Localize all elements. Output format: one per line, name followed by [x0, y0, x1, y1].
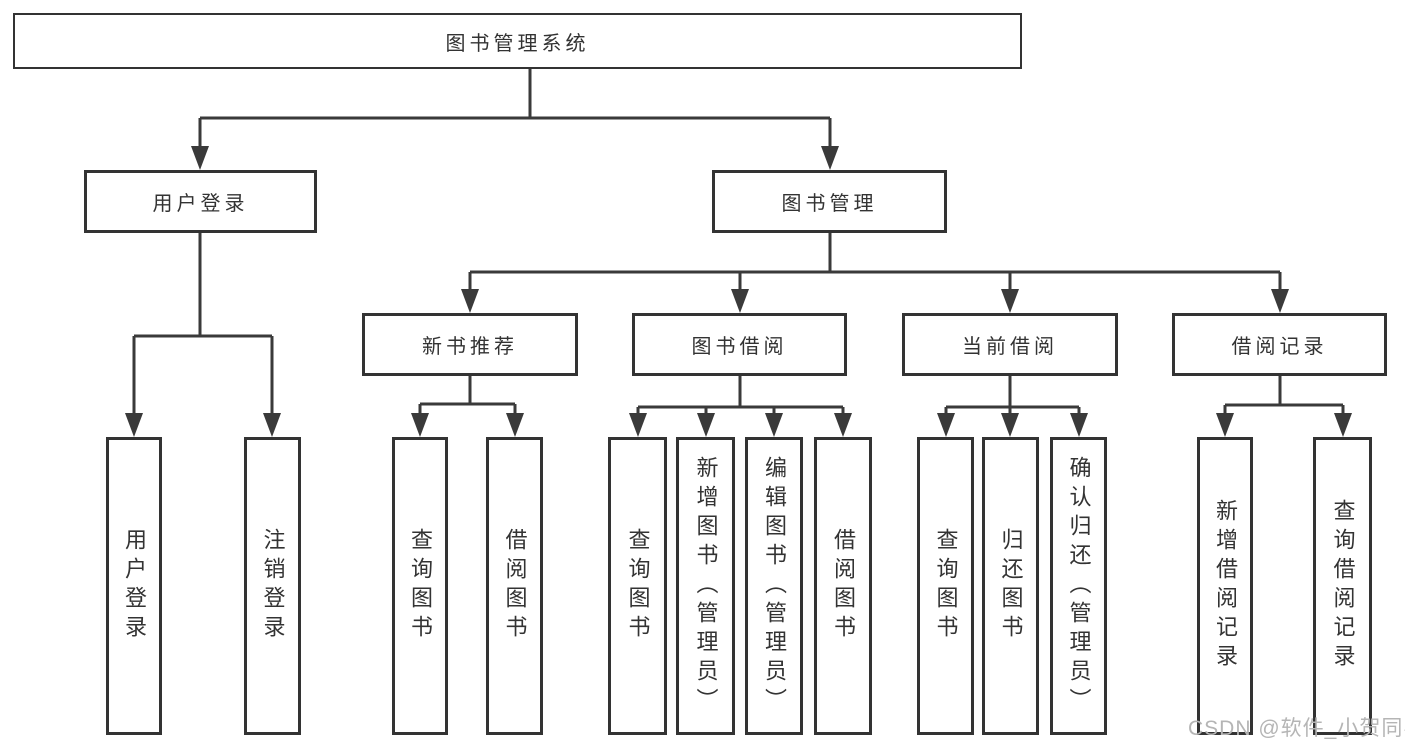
node-label: 新书推荐 [422, 336, 518, 358]
leaf-label: 用户登录 [122, 528, 147, 644]
leaf-label: 确认归还（管理员） [1066, 455, 1092, 717]
leaf-query-books-current: 查询图书 [917, 437, 974, 735]
leaf-add-books-admin: 新增图书（管理员） [676, 437, 735, 735]
leaf-query-books-borrow: 查询图书 [608, 437, 667, 735]
csdn-watermark: CSDN @软件_小贺同学 [1188, 717, 1405, 740]
leaf-borrow-books-recommend: 借阅图书 [486, 437, 543, 735]
leaf-label: 编辑图书（管理员） [762, 455, 787, 717]
leaf-edit-books-admin: 编辑图书（管理员） [745, 437, 803, 735]
leaf-label: 查询借阅记录 [1330, 499, 1356, 673]
leaf-query-borrow-record: 查询借阅记录 [1313, 437, 1372, 735]
node-label: 图书借阅 [691, 336, 788, 358]
leaf-user-login: 用户登录 [106, 437, 162, 735]
node-new-book-recommend: 新书推荐 [362, 313, 578, 376]
leaf-label: 归还图书 [998, 528, 1024, 644]
leaf-label: 借阅图书 [502, 528, 528, 644]
node-borrow-records: 借阅记录 [1172, 313, 1387, 376]
leaf-label: 新增借阅记录 [1213, 499, 1238, 673]
leaf-add-borrow-record: 新增借阅记录 [1197, 437, 1253, 735]
leaf-label: 查询图书 [933, 528, 959, 644]
node-system-root: 图书管理系统 [13, 13, 1022, 69]
node-book-management: 图书管理 [712, 170, 947, 233]
leaf-logout: 注销登录 [244, 437, 301, 735]
node-user-login: 用户登录 [84, 170, 317, 233]
node-label: 图书管理系统 [445, 32, 590, 55]
leaf-label: 新增图书（管理员） [693, 455, 719, 717]
leaf-query-books-recommend: 查询图书 [392, 437, 448, 735]
leaf-label: 查询图书 [625, 528, 651, 644]
leaf-confirm-return-admin: 确认归还（管理员） [1050, 437, 1107, 735]
node-book-borrow: 图书借阅 [632, 313, 847, 376]
node-label: 图书管理 [781, 193, 878, 215]
leaf-label: 注销登录 [260, 528, 286, 644]
node-label: 用户登录 [152, 193, 249, 215]
node-label: 借阅记录 [1231, 336, 1328, 358]
node-label: 当前借阅 [962, 336, 1058, 358]
leaf-return-books: 归还图书 [982, 437, 1039, 735]
node-current-borrow: 当前借阅 [902, 313, 1118, 376]
leaf-label: 借阅图书 [831, 528, 856, 644]
leaf-label: 查询图书 [408, 528, 433, 644]
arrowheads [125, 146, 1352, 437]
leaf-borrow-books: 借阅图书 [814, 437, 872, 735]
